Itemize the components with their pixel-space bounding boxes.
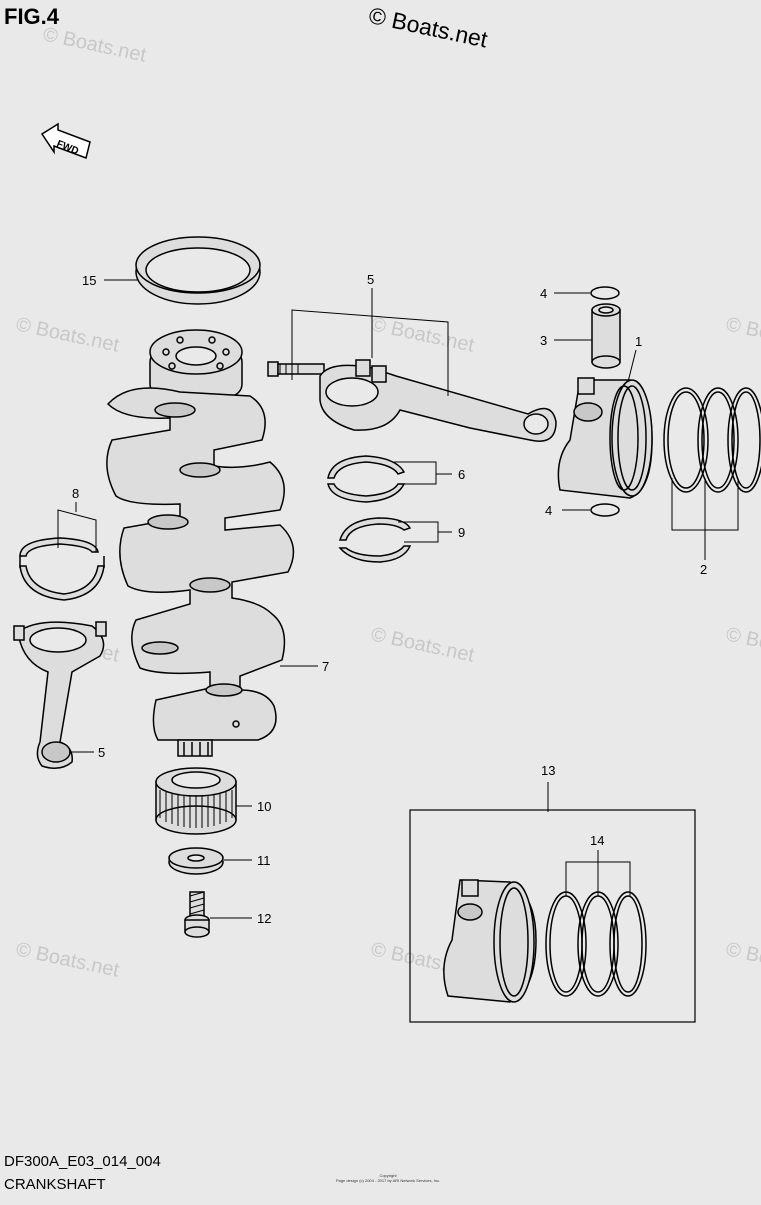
callout-3: 3 bbox=[540, 333, 547, 348]
watermarks: © Boats.net © Boats.net © Boats.net © Bo… bbox=[14, 23, 761, 981]
watermark: © Boats.net bbox=[14, 313, 122, 356]
diagram-code: DF300A_E03_014_004 bbox=[4, 1153, 161, 1170]
callout-7: 7 bbox=[322, 659, 329, 674]
callout-12: 12 bbox=[257, 911, 271, 926]
part-6-bearings bbox=[327, 455, 406, 503]
watermark: © Boats.net bbox=[724, 938, 761, 981]
watermark: © Boats.net bbox=[14, 938, 122, 981]
part-3-piston-pin bbox=[591, 303, 621, 369]
part-14-kit-box bbox=[409, 809, 696, 1023]
part-13-oil-seal bbox=[135, 236, 261, 305]
callout-14: 13 bbox=[541, 763, 555, 778]
diagram-name: CRANKSHAFT bbox=[4, 1176, 106, 1193]
part-10-crank-gear bbox=[155, 767, 237, 835]
part-11-washer bbox=[168, 847, 224, 875]
watermark: © Boats.net bbox=[369, 623, 477, 666]
callout-2: 2 bbox=[700, 562, 707, 577]
callout-5: 5 bbox=[98, 745, 105, 760]
callout-13: 15 bbox=[82, 273, 96, 288]
callout-15: 14 bbox=[590, 833, 604, 848]
callout-1: 1 bbox=[635, 334, 642, 349]
callout-6: 6 bbox=[458, 467, 465, 482]
leader-lines bbox=[57, 279, 739, 919]
part-5-connecting-rod-top bbox=[267, 359, 557, 442]
part-5-connecting-rod-left bbox=[13, 621, 107, 769]
callout-5: 5 bbox=[367, 272, 374, 287]
callout-8: 8 bbox=[72, 486, 79, 501]
part-2-piston-rings bbox=[663, 387, 761, 493]
part-9-thrust-bearings bbox=[338, 517, 412, 563]
fine-print: Copyright Page design (c) 2004 - 2017 by… bbox=[318, 1173, 458, 1183]
callout-10: 10 bbox=[257, 799, 271, 814]
part-15-piston-rings bbox=[545, 891, 647, 997]
part-7-crankshaft bbox=[106, 329, 295, 757]
callout-4: 4 bbox=[545, 503, 552, 518]
part-1-piston bbox=[557, 377, 653, 499]
callout-9: 9 bbox=[458, 525, 465, 540]
watermark: © Boats.net bbox=[724, 623, 761, 666]
fine-print-line: Copyright bbox=[379, 1173, 397, 1178]
part-12-bolt bbox=[184, 891, 210, 938]
watermark: © Boats.net bbox=[724, 313, 761, 356]
callout-11: 11 bbox=[257, 853, 271, 868]
part-8-bearings bbox=[19, 537, 105, 601]
callouts: 15 5 4 3 1 4 2 6 9 8 7 5 10 11 12 13 14 bbox=[72, 272, 707, 926]
callout-4: 4 bbox=[540, 286, 547, 301]
part-14-piston bbox=[443, 879, 537, 1003]
fwd-arrow-icon: FWD bbox=[40, 122, 91, 159]
part-4-piston-pin-clip bbox=[590, 286, 620, 517]
figure-title: FIG.4 bbox=[4, 4, 60, 29]
fine-print-line: Page design (c) 2004 - 2017 by ARI Netwo… bbox=[335, 1178, 441, 1183]
